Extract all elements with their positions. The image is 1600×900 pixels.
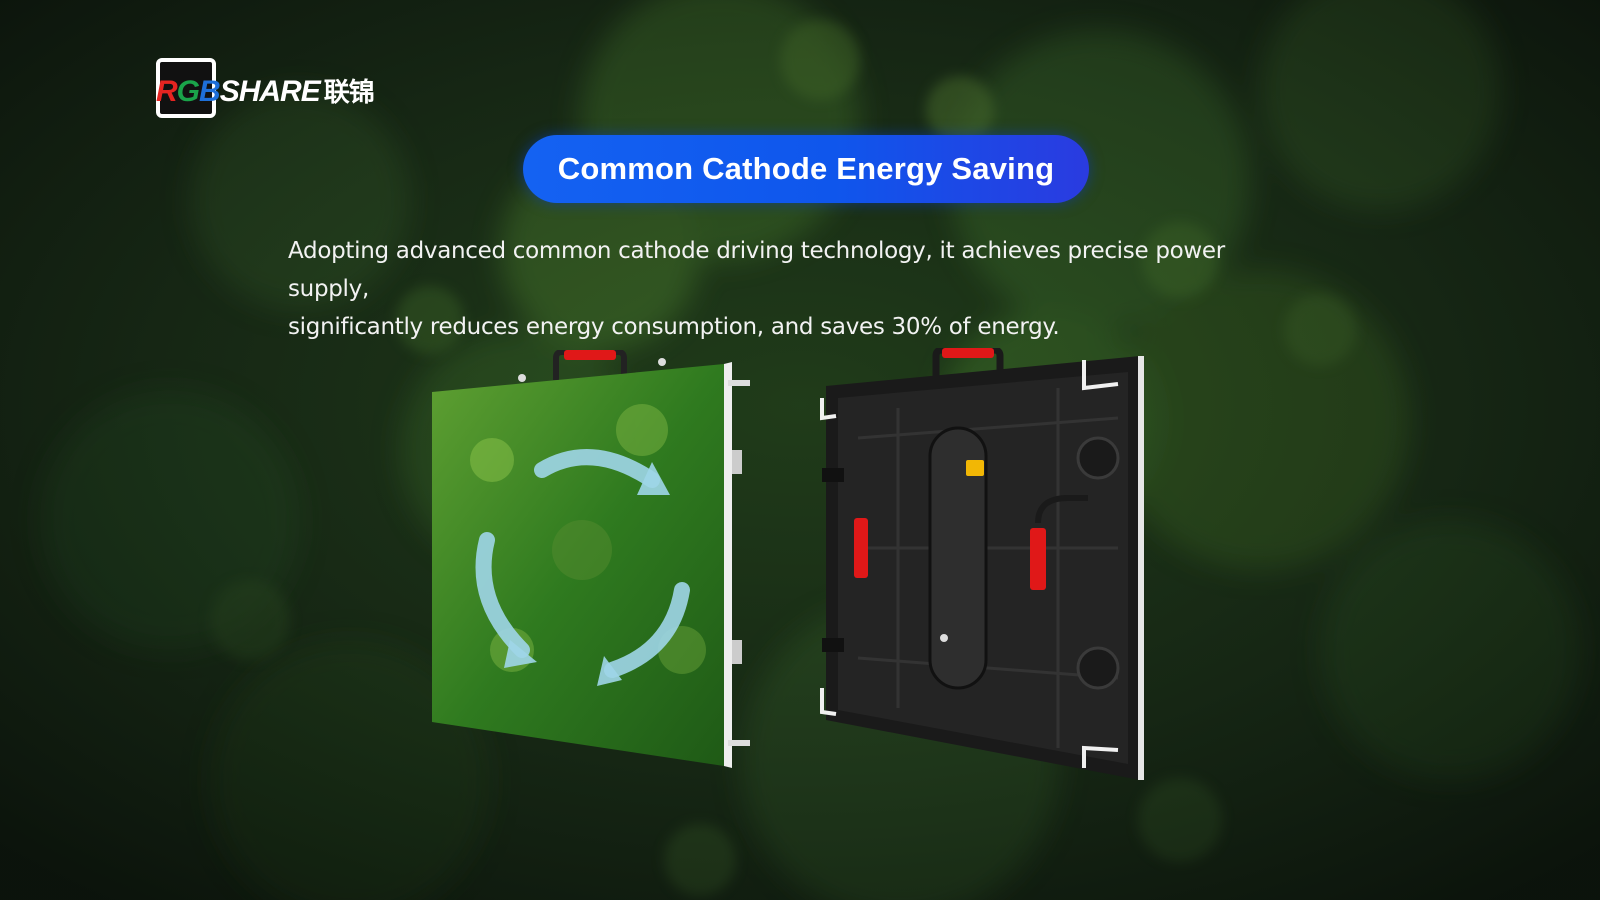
logo-frame	[156, 58, 216, 118]
logo-letter-g: G	[176, 75, 200, 108]
led-panel-front-image	[432, 350, 750, 768]
description-line-1: Adopting advanced common cathode driving…	[288, 238, 1225, 302]
logo-letter-r: R	[156, 75, 178, 108]
title-pill: Common Cathode Energy Saving	[523, 135, 1089, 203]
logo-letters-share: SHARE	[219, 75, 321, 108]
logo-letter-b: B	[199, 75, 221, 108]
logo-chinese-name: 联锦	[323, 78, 375, 108]
description-text: Adopting advanced common cathode driving…	[288, 232, 1298, 346]
led-panel-back-image	[820, 348, 1144, 780]
page-title: Common Cathode Energy Saving	[557, 151, 1055, 186]
description-line-2: significantly reduces energy consumption…	[288, 314, 1060, 340]
